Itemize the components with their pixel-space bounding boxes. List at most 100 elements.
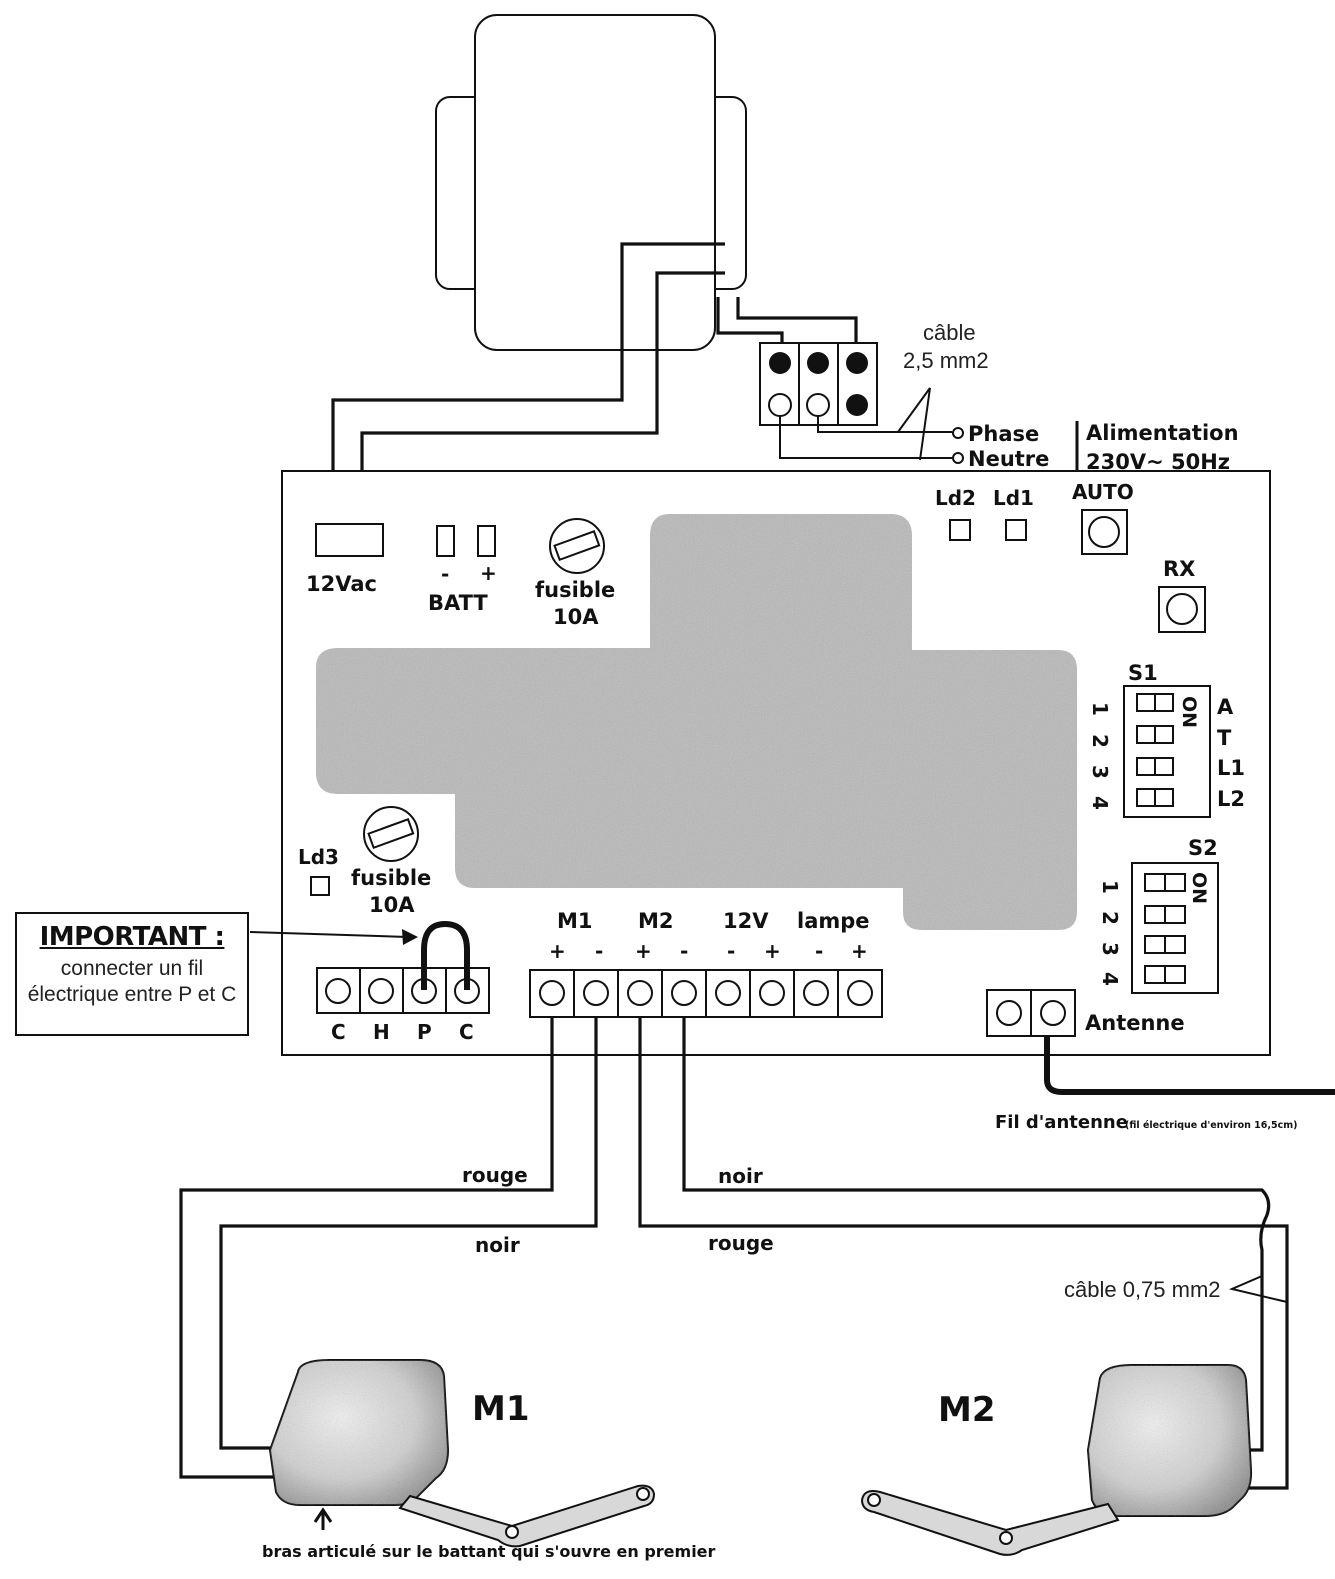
terminal-group-labels: M1 M2 12V lampe — [557, 909, 870, 933]
fuse-top-rating: 10A — [553, 605, 599, 629]
svg-text:4: 4 — [1088, 796, 1112, 810]
motor-m2-icon — [860, 1364, 1253, 1556]
vac-connector[interactable] — [315, 523, 384, 557]
m2-black-label: noir — [718, 1164, 763, 1188]
svg-text:4: 4 — [1098, 972, 1122, 986]
jumper-wire — [421, 920, 470, 990]
phase-connector-icon[interactable] — [952, 427, 964, 439]
batt-plus-terminal[interactable] — [477, 525, 496, 557]
terminal-h[interactable] — [368, 978, 394, 1004]
s1-label: S1 — [1128, 661, 1158, 685]
motor-m1-label: M1 — [472, 1389, 530, 1429]
svg-text:+: + — [851, 939, 868, 963]
cable-label-line2: 2,5 mm2 — [903, 348, 989, 373]
ld1-label: Ld1 — [993, 486, 1034, 510]
batt-minus-label: - — [441, 562, 449, 586]
important-arrow — [249, 931, 409, 938]
svg-text:C: C — [331, 1020, 346, 1044]
wire-12vac-1 — [331, 242, 725, 525]
important-text: connecter un fil électrique entre P et C — [27, 957, 237, 1006]
svg-text:+: + — [549, 939, 566, 963]
wire-phase — [817, 416, 952, 433]
batt-label: BATT — [428, 591, 488, 615]
m2-red-label: rouge — [708, 1231, 774, 1255]
svg-text:3: 3 — [1098, 942, 1122, 956]
rx-label: RX — [1163, 557, 1195, 581]
antenna-wire — [1044, 1036, 1335, 1095]
terminal-12v-minus[interactable] — [715, 980, 741, 1006]
rx-button[interactable] — [1158, 586, 1206, 633]
m1-black-label: noir — [475, 1233, 520, 1257]
terminal-m2-minus[interactable] — [671, 980, 697, 1006]
antenna-wire-note: (fil électrique d'environ 16,5cm) — [1125, 1120, 1297, 1131]
svg-text:lampe: lampe — [797, 909, 870, 933]
terminal-m1-minus[interactable] — [583, 980, 609, 1006]
wire-m1-red — [179, 1017, 554, 1479]
antenna-terminal-2[interactable] — [1040, 1000, 1066, 1026]
terminal-lampe-minus[interactable] — [803, 980, 829, 1006]
ld1-led — [1005, 519, 1027, 541]
terminal-polarity-labels: + - + - - + - + — [549, 939, 868, 963]
svg-text:P: P — [417, 1020, 432, 1044]
svg-text:M2: M2 — [638, 909, 674, 933]
important-arrowhead-icon — [402, 929, 418, 945]
antenne-label: Antenne — [1085, 1011, 1185, 1035]
svg-text:-: - — [815, 939, 823, 963]
s2-switches — [1144, 873, 1186, 984]
s1-function-labels: A T L1 L2 — [1217, 695, 1245, 811]
svg-text:-: - — [680, 939, 688, 963]
ld3-led — [310, 876, 330, 896]
fuse-bottom-label: fusible — [351, 866, 431, 890]
s1-on-label: ON — [1178, 696, 1200, 728]
svg-text:1: 1 — [1098, 880, 1122, 894]
s2-numbers: 1 2 3 4 — [1098, 880, 1122, 986]
electronics-area — [316, 514, 1077, 930]
svg-text:3: 3 — [1088, 765, 1112, 779]
neutre-connector-icon[interactable] — [952, 452, 964, 464]
terminal-lampe-plus[interactable] — [847, 980, 873, 1006]
mains-terminal-block — [759, 342, 878, 426]
cable-075-label: câble 0,75 mm2 — [1064, 1277, 1221, 1302]
svg-text:2: 2 — [1088, 734, 1112, 748]
svg-text:A: A — [1217, 695, 1234, 719]
svg-text:-: - — [595, 939, 603, 963]
svg-text:H: H — [373, 1020, 390, 1044]
fuse-bottom-icon[interactable] — [363, 806, 419, 862]
s1-switches — [1136, 693, 1174, 807]
antenna-wire-label: Fil d'antenne — [995, 1112, 1128, 1133]
cable-075-pointer — [1228, 1275, 1288, 1303]
phase-label: Phase — [968, 422, 1039, 446]
wire-m1-black — [219, 1017, 598, 1450]
important-title: IMPORTANT : — [39, 922, 225, 952]
svg-text:1: 1 — [1088, 702, 1112, 716]
ld2-label: Ld2 — [935, 486, 976, 510]
svg-text:L2: L2 — [1217, 787, 1245, 811]
terminal-c1[interactable] — [325, 978, 351, 1004]
svg-text:+: + — [635, 939, 652, 963]
svg-text:2: 2 — [1098, 911, 1122, 925]
terminal-m2-plus[interactable] — [627, 980, 653, 1006]
fuse-bottom-rating: 10A — [369, 893, 415, 917]
neutre-label: Neutre — [968, 447, 1049, 471]
ld2-led — [949, 519, 971, 541]
terminal-block-main — [529, 969, 883, 1018]
m1-red-label: rouge — [462, 1163, 528, 1187]
wire-m2-red — [638, 1017, 1289, 1490]
antenna-terminal-1[interactable] — [996, 1000, 1022, 1026]
batt-minus-terminal[interactable] — [436, 525, 455, 557]
arm-note-arrow-icon — [313, 1507, 333, 1530]
fuse-top-label: fusible — [535, 578, 615, 602]
terminal-m1-plus[interactable] — [539, 980, 565, 1006]
auto-button[interactable] — [1081, 509, 1128, 555]
terminal-12v-plus[interactable] — [759, 980, 785, 1006]
transformer — [435, 14, 747, 351]
svg-text:-: - — [727, 939, 735, 963]
wire-neutre — [779, 416, 952, 459]
fuse-top-icon[interactable] — [549, 518, 605, 574]
wire-m2-black — [682, 1017, 1271, 1452]
motor-m1-icon — [268, 1359, 656, 1548]
svg-text:M1: M1 — [557, 909, 593, 933]
cable-pointer — [897, 387, 931, 461]
batt-plus-label: + — [480, 561, 497, 585]
